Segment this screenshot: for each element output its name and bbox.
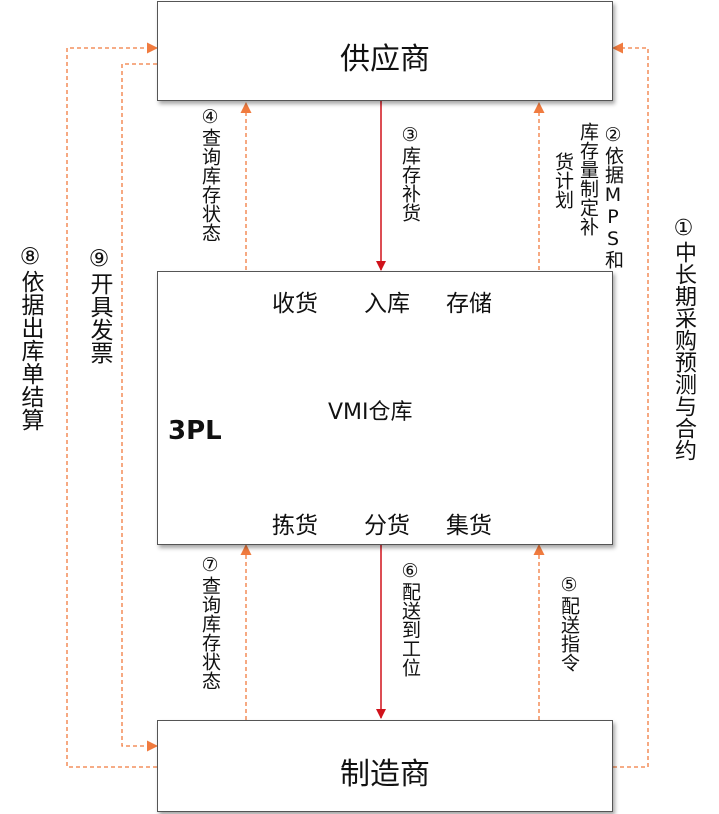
flow-sort: 分货 [364,513,410,539]
label-deliver-to-station: ⑥配送到工位 [399,560,421,677]
manufacturer-node: 制造商 [157,720,613,812]
label-replenish-plan-2: 库存量制定补 [577,122,599,236]
flow-inbound: 入库 [364,291,410,317]
label-settlement: ⑧依据出库单结算 [17,244,43,431]
manufacturer-label: 制造商 [340,757,430,792]
label-query-inventory-bottom: ⑦查询库存状态 [199,554,221,690]
arrow-settlement [66,42,158,768]
arrow-invoice [121,63,158,752]
flow-pick: 拣货 [272,513,318,539]
label-long-term-forecast: ①中长期采购预测与合约 [671,216,696,461]
label-restock: ③库存补货 [399,124,421,222]
label-invoice: ⑨开具发票 [86,246,112,364]
label-replenish-plan-1: ②依据MPS和 [602,124,624,269]
label-delivery-instruction: ⑤配送指令 [558,574,580,672]
label-replenish-plan-3: 货计划 [552,152,574,209]
flow-receive: 收货 [272,291,318,317]
vmi-label: VMI仓库 [328,400,413,425]
supplier-node: 供应商 [157,1,613,101]
label-query-inventory-top: ④查询库存状态 [199,106,221,242]
flow-storage: 存储 [446,291,492,317]
tpl-node [157,271,613,545]
arrow-long-term-forecast [612,42,649,768]
tpl-label: 3PL [168,416,222,446]
supplier-label: 供应商 [340,42,430,77]
flow-collect: 集货 [446,513,492,539]
